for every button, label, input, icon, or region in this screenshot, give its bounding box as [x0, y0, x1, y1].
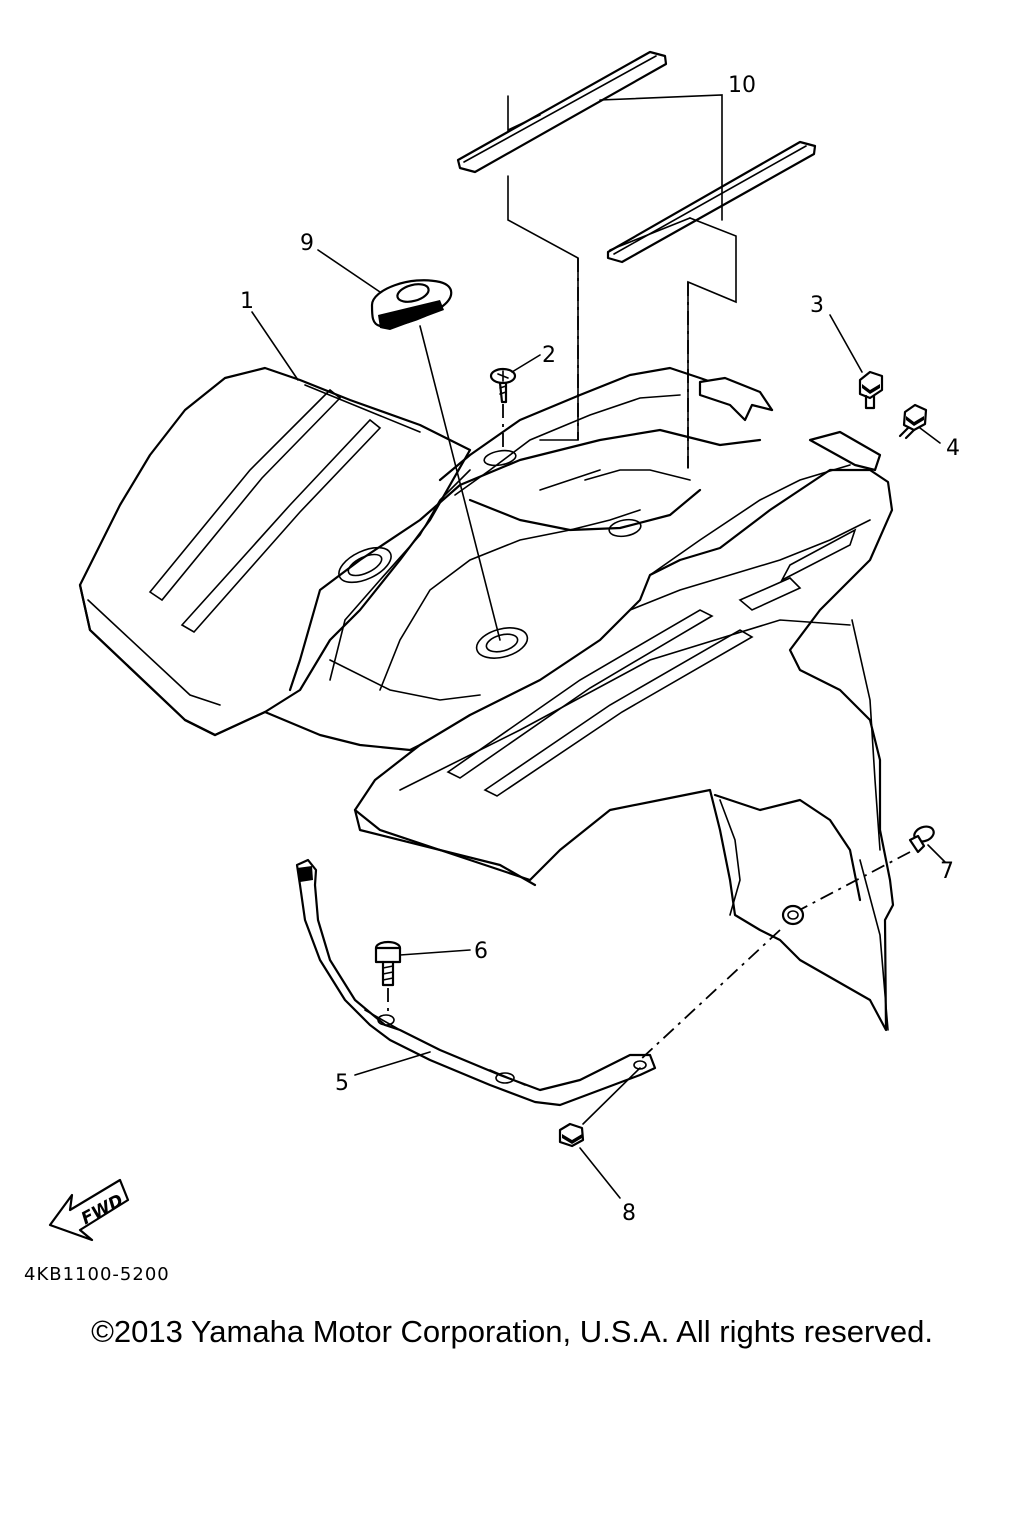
callout-10: 10 — [728, 73, 756, 98]
callout-3: 3 — [810, 293, 824, 318]
callout-6: 6 — [474, 939, 488, 964]
callout-9: 9 — [300, 231, 314, 256]
parts-diagram: 1 2 3 4 5 6 7 8 9 10 FWD — [48, 50, 960, 1242]
weather-strips — [456, 50, 817, 264]
leader-lines — [251, 94, 946, 1199]
copyright-notice: ©2013 Yamaha Motor Corporation, U.S.A. A… — [91, 1314, 933, 1349]
callout-1: 1 — [240, 289, 254, 314]
bolt-6 — [374, 940, 402, 1015]
callout-2: 2 — [542, 343, 556, 368]
assembly-lines — [507, 95, 737, 469]
bolt-4 — [898, 403, 928, 440]
nut-8 — [558, 1067, 641, 1148]
screw-2 — [489, 367, 517, 450]
grommet — [370, 279, 501, 641]
fender-grommet — [639, 904, 805, 1061]
callout-5: 5 — [335, 1071, 349, 1096]
callout-7: 7 — [940, 859, 954, 884]
diagram-code: 4KB1100-5200 — [24, 1264, 170, 1285]
front-fender — [78, 366, 895, 1032]
fwd-arrow: FWD — [48, 1178, 130, 1242]
bracket-5 — [295, 858, 657, 1107]
bolt-3 — [858, 370, 884, 410]
callout-4: 4 — [946, 436, 960, 461]
rivet-7 — [789, 825, 935, 916]
callout-8: 8 — [622, 1201, 636, 1226]
